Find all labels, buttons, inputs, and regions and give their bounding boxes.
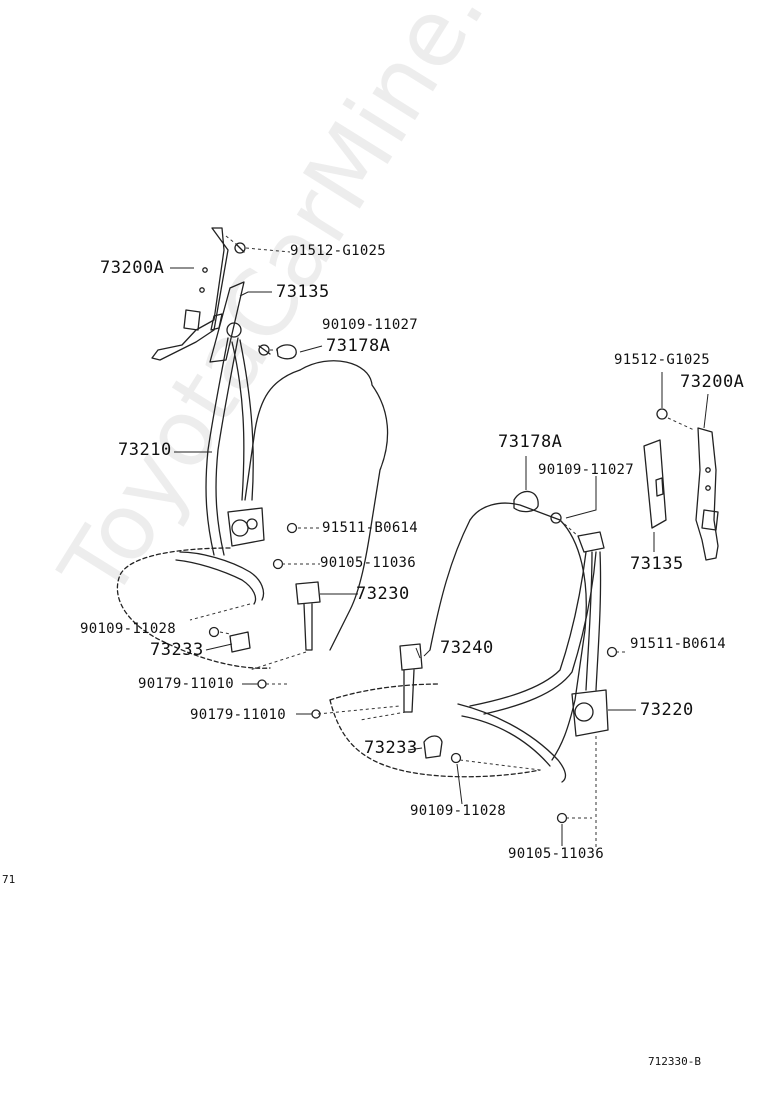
label-73135-right: 73135 bbox=[630, 554, 684, 574]
label-90109-11028-left: 90109-11028 bbox=[80, 621, 177, 637]
right-seat-cushion-outline bbox=[329, 699, 541, 778]
label-90179-11010-a: 90179-11010 bbox=[138, 676, 235, 692]
left-seat-back-outline bbox=[299, 360, 389, 651]
right-73178a-cap bbox=[513, 490, 539, 513]
label-73200a-right: 73200A bbox=[680, 372, 745, 392]
right-seat-back-outline bbox=[469, 502, 587, 761]
label-73220: 73220 bbox=[640, 700, 694, 720]
label-73178a-right: 73178A bbox=[498, 432, 563, 452]
label-90109-11027-left: 90109-11027 bbox=[322, 317, 419, 333]
label-91511-b0614-right: 91511-B0614 bbox=[630, 636, 727, 652]
label-73210: 73210 bbox=[118, 440, 172, 460]
label-73240: 73240 bbox=[440, 638, 494, 658]
label-91512-g1025-left: 91512-G1025 bbox=[290, 243, 387, 259]
label-90109-11028-right: 90109-11028 bbox=[410, 803, 507, 819]
left-73233-cover bbox=[229, 631, 251, 653]
right-73240-buckle bbox=[399, 643, 423, 671]
label-90105-11036-left: 90105-11036 bbox=[320, 555, 417, 571]
left-73135-cover bbox=[209, 281, 245, 363]
label-73233-right: 73233 bbox=[364, 738, 418, 758]
label-91511-b0614-left: 91511-B0614 bbox=[322, 520, 419, 536]
label-73230: 73230 bbox=[356, 584, 410, 604]
label-91512-g1025-right: 91512-G1025 bbox=[614, 352, 711, 368]
right-91512-bolt bbox=[656, 408, 668, 420]
left-seat-back-side bbox=[244, 369, 301, 501]
left-seat-cushion-outline bbox=[116, 547, 271, 669]
left-retractor bbox=[227, 507, 265, 547]
label-90109-11027-right: 90109-11027 bbox=[538, 462, 635, 478]
label-73178a-left: 73178A bbox=[326, 336, 391, 356]
left-91512-bolt bbox=[234, 242, 246, 254]
right-73135-cover bbox=[643, 439, 667, 529]
label-73233-left: 73233 bbox=[150, 640, 204, 660]
right-73220-retractor bbox=[571, 689, 609, 737]
label-90179-11010-b: 90179-11010 bbox=[190, 707, 287, 723]
label-90105-11036-right: 90105-11036 bbox=[508, 846, 605, 862]
right-belt-webbing bbox=[469, 551, 587, 707]
figure-code: 712330-B bbox=[648, 1055, 701, 1068]
right-73233-cover bbox=[423, 735, 443, 759]
label-73200a-left: 73200A bbox=[100, 258, 165, 278]
label-73135-left: 73135 bbox=[276, 282, 330, 302]
left-73200a-bracket bbox=[151, 227, 229, 361]
left-73230-buckle bbox=[295, 581, 321, 605]
right-73200a-bracket bbox=[695, 427, 719, 561]
left-73210-belt bbox=[205, 337, 229, 556]
left-73178a-cap bbox=[276, 344, 297, 360]
edge-mark: 71 bbox=[2, 873, 16, 886]
